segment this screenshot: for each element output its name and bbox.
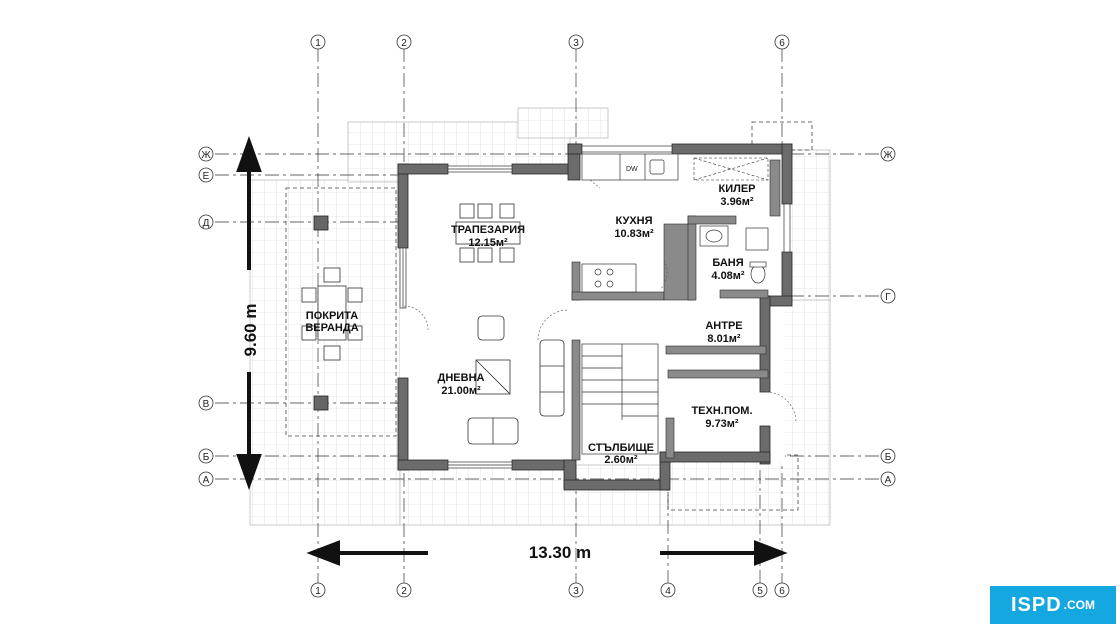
door-swings — [403, 179, 797, 423]
room-technical-area: 9.73м² — [705, 418, 739, 430]
room-stairs-name: СТЪЛБИЩЕ — [588, 442, 654, 454]
room-bathroom-name: БАНЯ — [712, 257, 743, 269]
axis-label-col: 2 — [401, 38, 407, 49]
room-bathroom-area: 4.08м² — [711, 270, 745, 282]
axis-label-row: Е — [203, 171, 210, 182]
roof-outline — [751, 121, 813, 151]
axis-label-col: 2 — [401, 586, 407, 597]
dining-table — [455, 203, 521, 263]
room-pantry-area: 3.96м² — [720, 196, 754, 208]
axis-label-row: А — [203, 475, 210, 486]
grid-bubbles — [198, 34, 896, 598]
veranda-table — [301, 267, 363, 361]
living-furniture — [467, 315, 565, 445]
room-living-name: ДНЕВНА — [438, 372, 485, 384]
ispd-logo: ISPD .COM — [990, 586, 1116, 624]
axis-label-col: 1 — [315, 586, 321, 597]
room-kitchen-area: 10.83м² — [614, 228, 654, 240]
bathroom-fixtures — [699, 225, 769, 284]
veranda-outline — [285, 187, 397, 437]
room-technical-name: ТЕХН.ПОМ. — [691, 405, 752, 417]
axis-label-col: 3 — [573, 586, 579, 597]
room-hallway-area: 8.01м² — [707, 333, 741, 345]
room-veranda-name-1: ПОКРИТА — [306, 310, 358, 322]
axis-label-row: Ж — [883, 150, 893, 161]
room-veranda-name-2: ВЕРАНДА — [305, 322, 358, 334]
windows — [399, 145, 791, 469]
room-labels: ТРАПЕЗАРИЯ 12.15м² КУХНЯ 10.83м² КИЛЕР 3… — [305, 183, 755, 466]
axis-label-col: 4 — [665, 586, 671, 597]
axis-label-col: 5 — [757, 586, 763, 597]
pantry-shelves — [693, 157, 769, 181]
room-hallway-name: АНТРЕ — [705, 320, 742, 332]
axis-label-row: Г — [885, 292, 891, 303]
axis-label-row: Б — [885, 452, 892, 463]
axis-label-col: 6 — [779, 586, 785, 597]
axis-label-row: Д — [203, 218, 210, 229]
axis-label-col: 6 — [779, 38, 785, 49]
room-kitchen-name: КУХНЯ — [615, 215, 652, 227]
axis-label-col: 3 — [573, 38, 579, 49]
room-living-area: 21.00м² — [441, 385, 481, 397]
room-dining-name: ТРАПЕЗАРИЯ — [451, 224, 525, 236]
axis-label-row: А — [885, 475, 892, 486]
kitchen-counters — [581, 153, 679, 293]
interior-walls — [571, 159, 781, 461]
room-pantry-name: КИЛЕР — [718, 183, 755, 195]
logo-suffix: .COM — [1063, 598, 1096, 612]
height-dimension: 9.60 m — [241, 304, 260, 357]
grid-labels: 1 2 3 6 1 2 3 4 5 6 Ж Е Д В Б А Ж Г Б А — [201, 38, 893, 597]
axis-label-col: 1 — [315, 38, 321, 49]
stairs — [581, 343, 659, 455]
axis-label-row: В — [203, 399, 210, 410]
width-dimension: 13.30 m — [529, 543, 591, 562]
veranda-columns — [313, 215, 329, 411]
room-dining-area: 12.15м² — [468, 237, 508, 249]
dishwasher-label: DW — [626, 166, 638, 173]
axis-label-row: Б — [203, 452, 210, 463]
logo-main: ISPD — [1010, 593, 1062, 616]
building-interior — [400, 150, 785, 462]
grid-lines — [215, 48, 880, 583]
axis-label-row: Ж — [201, 150, 211, 161]
exterior-walls — [397, 143, 793, 491]
dimension-arrows — [236, 136, 788, 566]
room-stairs-area: 2.60м² — [604, 454, 638, 466]
